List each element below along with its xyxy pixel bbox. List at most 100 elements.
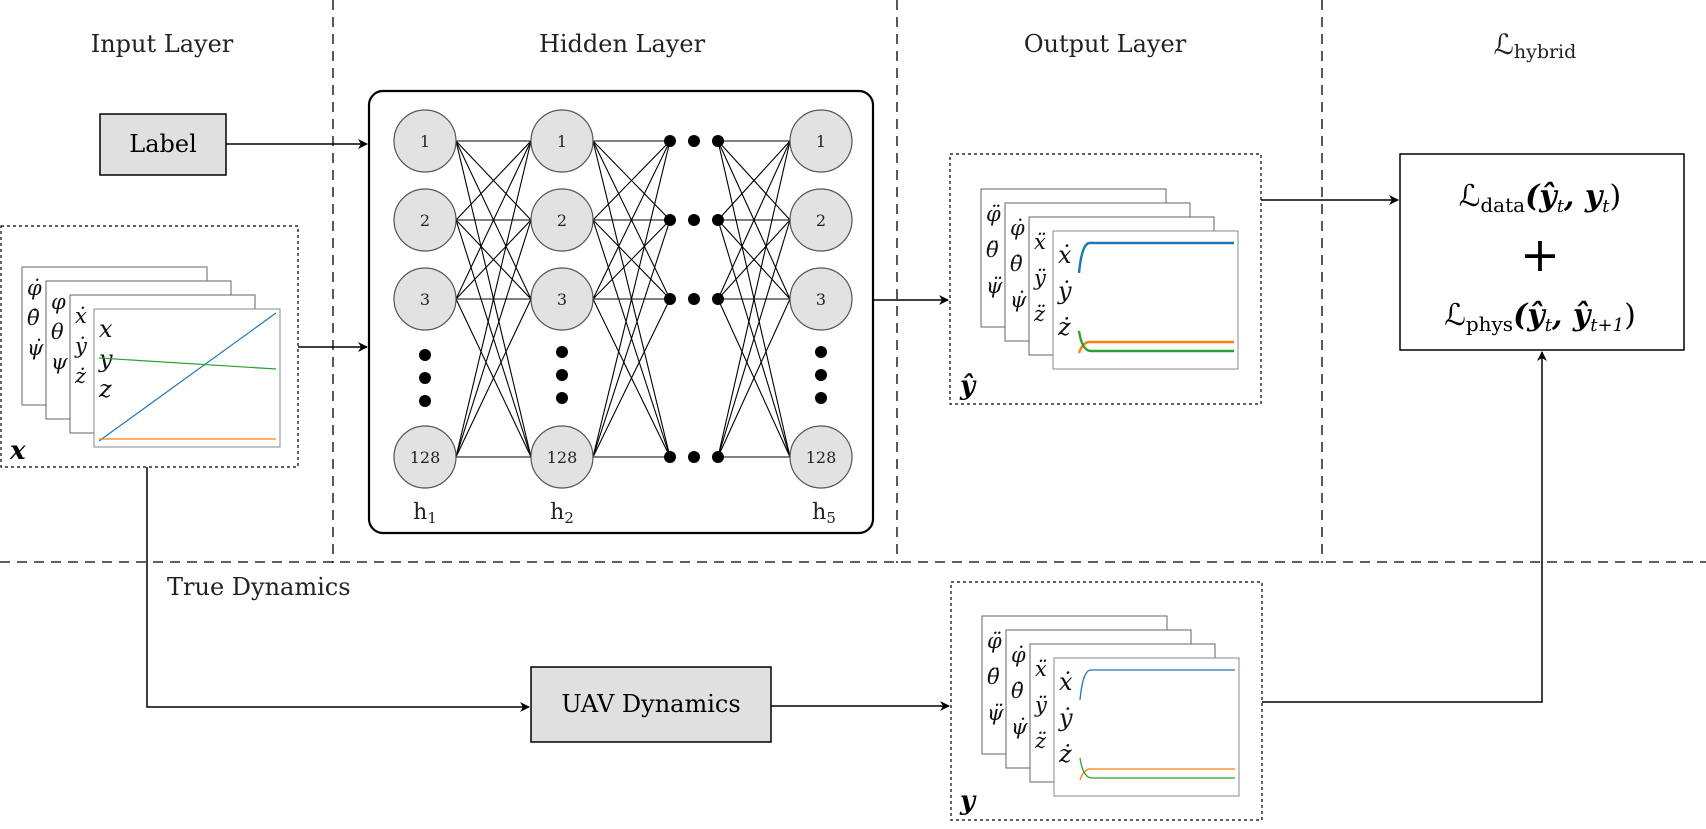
network-edge [455, 140, 532, 458]
neuron-circle [530, 267, 594, 331]
stack-card-label: ż [74, 364, 87, 388]
neuron: 128 [393, 425, 457, 489]
stack-card-label: φ̇ [1011, 643, 1026, 667]
neuron-label: 1 [816, 132, 826, 151]
ellipsis-dot [664, 214, 676, 226]
ellipsis-dot [815, 369, 827, 381]
plot-line-green [1077, 330, 1234, 353]
neuron: 3 [393, 267, 457, 331]
stack-card-label: φ̇ [1010, 216, 1025, 240]
stack-card-label: ψ̇ [1010, 288, 1027, 312]
neuron-circle [789, 188, 853, 252]
neuron-circle [530, 425, 594, 489]
stack-card-label: ψ̈ [987, 701, 1004, 725]
network-edge [717, 140, 791, 458]
neuron: 128 [530, 425, 594, 489]
loss-phys-term: ℒphys(ŷt, ŷt+1) [1444, 298, 1636, 336]
plot-line-orange [1079, 768, 1235, 781]
ellipsis-dot [712, 293, 724, 305]
ellipsis-dot [815, 346, 827, 358]
ellipsis-dot [688, 214, 700, 226]
true-tag: y [959, 786, 977, 816]
predicted-stack: φ̈θ̈ψ̈φ̇θ̇ψ̇ẍÿz̈ẋẏż ŷ [949, 153, 1262, 405]
neuron-circle [789, 267, 853, 331]
neuron: 3 [789, 267, 853, 331]
neuron-label: 2 [420, 211, 430, 230]
neuron: 1 [393, 109, 457, 173]
network-edge [592, 219, 671, 300]
stack-card-label: ẋ [1059, 668, 1073, 696]
plot-line-green [1079, 757, 1235, 779]
neuron-circle [393, 109, 457, 173]
stack-card-label: φ̈ [986, 202, 1001, 226]
network-edge [717, 219, 791, 300]
ellipsis-dot [712, 214, 724, 226]
network-edge [592, 140, 671, 300]
input-layer-title: Input Layer [91, 30, 234, 58]
true-stack-frame [950, 581, 1263, 821]
stack-card-label: θ̇ [27, 306, 40, 330]
ellipsis-dot [664, 135, 676, 147]
neuron-label: 2 [557, 211, 567, 230]
stack-card-label: θ̇ [1011, 679, 1024, 703]
network-edge [592, 219, 671, 458]
uav-dynamics-box [530, 666, 772, 743]
stack-card: ẋẏż [1053, 657, 1240, 797]
network-ellipsis [419, 135, 827, 463]
predicted-tag: ŷ [959, 371, 977, 401]
loss-plus: + [1520, 227, 1560, 283]
stack-card-label: ẏ [1057, 277, 1072, 305]
stack-card-label: ẋ [1058, 241, 1072, 269]
neuron: 2 [789, 188, 853, 252]
layer-label-h5: h5 [812, 500, 836, 527]
network-edge [455, 140, 532, 300]
ellipsis-dot [688, 135, 700, 147]
ellipsis-dot [664, 293, 676, 305]
network-edge [592, 140, 671, 221]
ellipsis-dot [688, 451, 700, 463]
ellipsis-dot [419, 349, 431, 361]
arrow-input-to-uav [146, 467, 530, 712]
stack-card-label: ÿ [1033, 266, 1047, 290]
neuron: 2 [530, 188, 594, 252]
layer-label-h2: h2 [550, 500, 574, 527]
neuron-label: 128 [547, 448, 578, 467]
ellipsis-dot [556, 346, 568, 358]
stack-card-label: φ [51, 290, 66, 314]
input-stack-frame [0, 225, 299, 468]
arrow-true-to-loss [1262, 351, 1547, 703]
uav-dynamics-box-text: UAV Dynamics [561, 690, 740, 718]
neuron-label: 3 [420, 290, 430, 309]
neuron-label: 1 [557, 132, 567, 151]
network-edge [717, 140, 791, 221]
neuron-circle [393, 425, 457, 489]
neuron: 1 [530, 109, 594, 173]
network-edge [455, 298, 532, 458]
stack-card-label: ż [1057, 313, 1071, 341]
label-box [99, 113, 227, 176]
network-edge [592, 298, 671, 458]
loss-title: ℒhybrid [1494, 28, 1577, 63]
neuron-label: 3 [557, 290, 567, 309]
layer-label-h1: h1 [413, 500, 437, 527]
ellipsis-dot [815, 392, 827, 404]
neuron-circle [789, 425, 853, 489]
ellipsis-dot [688, 293, 700, 305]
neuron-label: 3 [816, 290, 826, 309]
network-edge [592, 140, 671, 458]
label-box-text: Label [129, 130, 197, 158]
neuron-circle [789, 109, 853, 173]
network-edge [717, 298, 791, 458]
hidden-layer-title: Hidden Layer [539, 30, 706, 58]
loss-data-term: ℒdata(ŷt, yt) [1459, 179, 1621, 217]
stack-card-label: ψ [51, 350, 68, 374]
ellipsis-dot [712, 451, 724, 463]
neuron-label: 2 [816, 211, 826, 230]
stack-card-label: ẏ [74, 334, 88, 358]
output-layer-title: Output Layer [1024, 30, 1187, 58]
stack-card-label: φ̈ [987, 629, 1002, 653]
ellipsis-dot [556, 369, 568, 381]
